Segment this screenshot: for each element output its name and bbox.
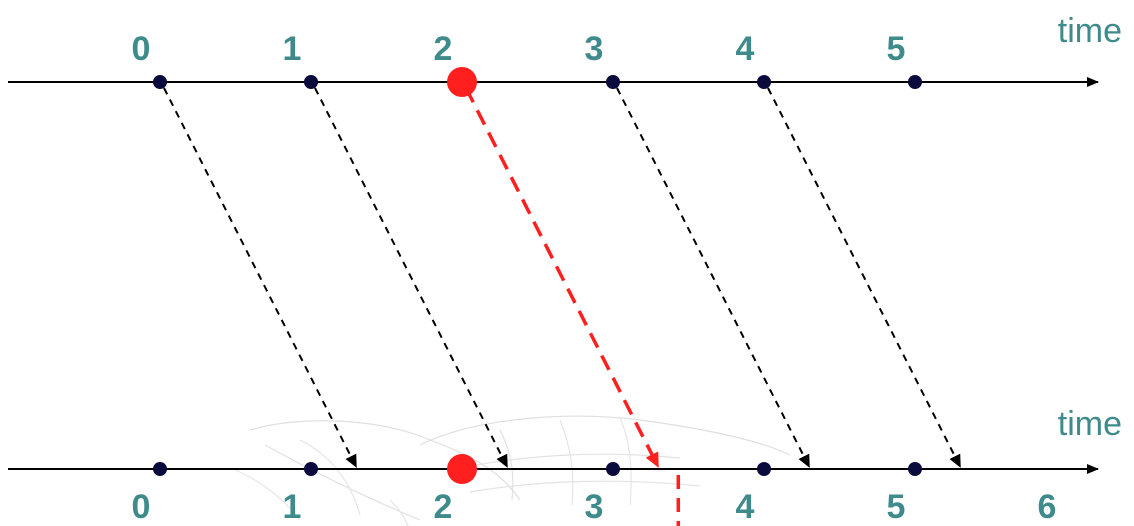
- top-dot-4: [757, 75, 771, 89]
- bottom-tick-label-4: 4: [736, 488, 755, 526]
- top-dot-0: [153, 75, 167, 89]
- message-arrow-1: [314, 87, 509, 468]
- bottom-tick-label-6: 6: [1038, 488, 1057, 526]
- top-tick-label-2: 2: [434, 30, 453, 68]
- top-highlight-dot-2: [447, 67, 477, 97]
- bottom-highlight-dot-2: [447, 454, 477, 484]
- bottom-dot-4: [757, 462, 771, 476]
- message-arrow-0: [163, 87, 358, 468]
- top-dot-5: [908, 75, 922, 89]
- bottom-dot-3: [606, 462, 620, 476]
- bottom-tick-label-3: 3: [585, 488, 604, 526]
- top-tick-label-4: 4: [736, 30, 755, 68]
- top-dot-1: [304, 75, 318, 89]
- bottom-axis-label: time: [1058, 405, 1122, 443]
- bottom-tick-label-1: 1: [283, 488, 302, 526]
- bottom-tick-label-0: 0: [132, 488, 151, 526]
- message-arrow-4: [767, 87, 962, 468]
- bottom-dot-1: [304, 462, 318, 476]
- bottom-timeline: time 0 1 2 3 4 5 6: [8, 405, 1122, 526]
- top-tick-label-3: 3: [585, 30, 604, 68]
- message-arrow-3: [616, 87, 811, 468]
- message-arrows: [163, 87, 962, 526]
- top-axis-label: time: [1058, 12, 1122, 50]
- bottom-tick-label-2: 2: [434, 488, 453, 526]
- top-timeline: time 0 1 2 3 4 5: [8, 12, 1122, 97]
- fish-sketch-icon: [234, 415, 791, 526]
- message-arrow-2-highlighted: [464, 87, 660, 468]
- bottom-dot-0: [153, 462, 167, 476]
- top-dot-3: [606, 75, 620, 89]
- top-tick-label-1: 1: [283, 30, 302, 68]
- bottom-dot-5: [908, 462, 922, 476]
- top-tick-label-5: 5: [887, 30, 906, 68]
- bottom-tick-label-5: 5: [887, 488, 906, 526]
- top-tick-label-0: 0: [132, 30, 151, 68]
